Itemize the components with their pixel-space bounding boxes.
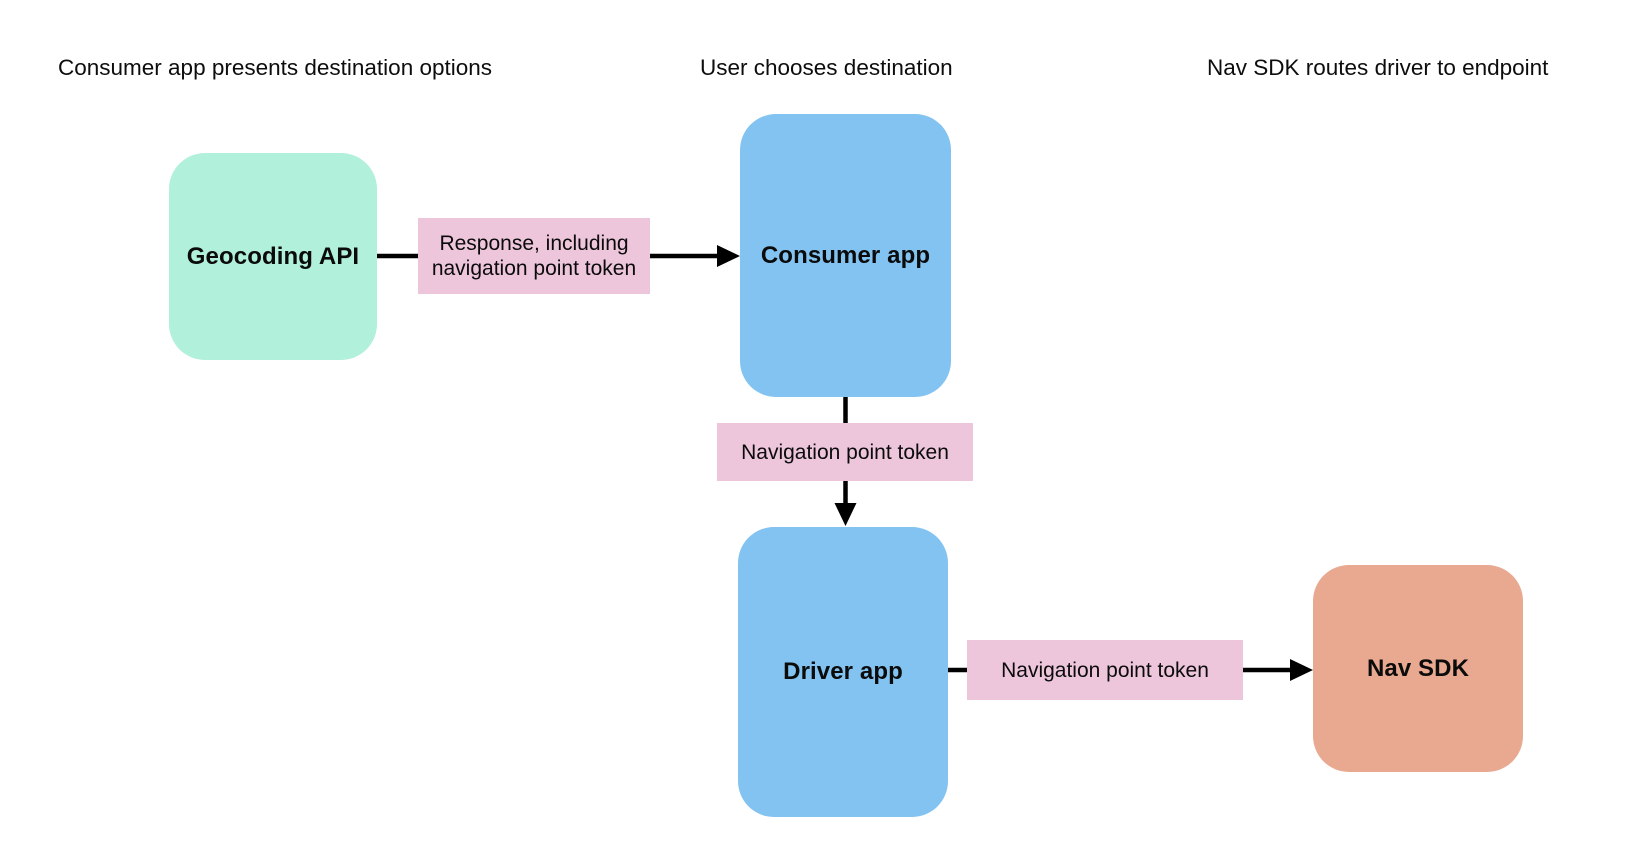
node-consumer-app: Consumer app bbox=[740, 114, 951, 397]
node-geocoding-api-label: Geocoding API bbox=[186, 242, 360, 270]
column-header-user-chooses: User chooses destination bbox=[700, 55, 953, 80]
arrow-response-label-to-consumer-head bbox=[717, 245, 740, 267]
edge-label-navigation-point-token-vertical-text: Navigation point token bbox=[741, 440, 949, 464]
arrow-token-label-to-navsdk-head bbox=[1290, 659, 1313, 681]
edge-label-navigation-point-token-vertical: Navigation point token bbox=[717, 423, 973, 481]
node-geocoding-api: Geocoding API bbox=[169, 153, 377, 360]
node-nav-sdk-label: Nav SDK bbox=[1366, 654, 1470, 682]
edge-label-response-text: Response, including navigation point tok… bbox=[431, 232, 637, 280]
node-nav-sdk: Nav SDK bbox=[1313, 565, 1523, 772]
edge-label-response-including-token: Response, including navigation point tok… bbox=[418, 218, 650, 294]
node-consumer-app-label: Consumer app bbox=[760, 241, 931, 269]
node-driver-app: Driver app bbox=[738, 527, 948, 817]
node-driver-app-label: Driver app bbox=[783, 658, 903, 685]
column-header-consumer-presents: Consumer app presents destination option… bbox=[58, 55, 493, 80]
arrow-token-label-to-driver-head bbox=[834, 503, 857, 526]
edge-label-navigation-point-token-horizontal-text: Navigation point token bbox=[1001, 658, 1209, 682]
column-header-navsdk-routes: Nav SDK routes driver to endpoint bbox=[1207, 55, 1549, 80]
edge-label-navigation-point-token-horizontal: Navigation point token bbox=[967, 640, 1243, 700]
